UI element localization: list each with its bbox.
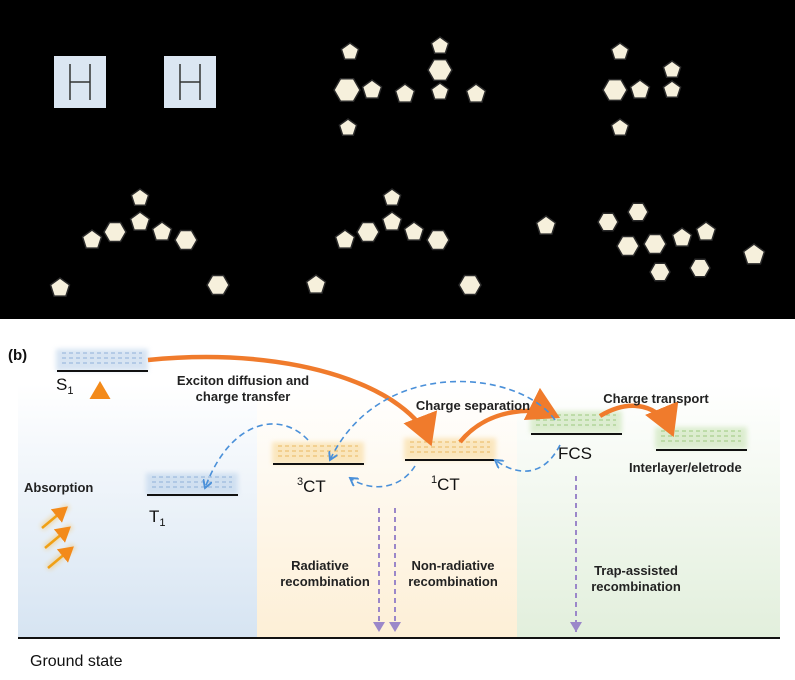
absorption-label: Absorption [24,480,93,495]
s1-label: S1 [56,375,73,397]
ring-pentagon [338,118,358,137]
ring-hexagon [174,229,198,251]
panel-b: (b) Ground state [8,347,780,670]
ground-state-label: Ground state [30,653,123,670]
ring-hexagon [426,229,450,251]
ring-pentagon [49,277,71,297]
panel-a-molecules [49,36,766,297]
ring-hexagon [356,221,380,243]
radiative-label-line2: recombination [280,574,370,589]
ring-pentagon [662,60,682,79]
ring-pentagon [305,274,327,294]
ring-pentagon [535,215,557,235]
ring-pentagon [361,79,383,99]
back-transfer-arrow [330,380,556,460]
radiative-label-line1: Radiative [291,558,349,573]
ring-pentagon [610,42,630,61]
ring-pentagon [129,211,151,231]
ring-pentagon [662,80,682,99]
triplet-transfer-arrow [205,423,309,488]
charge-transport-label: Charge transport [603,391,709,406]
difluoro-unit-bonds [69,64,91,100]
light-icon [40,503,76,571]
zone-yellow [257,384,517,638]
difluoro-unit-bonds [179,64,201,100]
ring-pentagon [340,42,360,61]
ring-hexagon [333,77,361,103]
ring-pentagon [130,188,150,207]
ring-hexagon [427,58,453,82]
ring-pentagon [629,79,651,99]
trap-label-line2: recombination [591,579,681,594]
nonradiative-label-line1: Non-radiative [411,558,494,573]
charge-separation-label: Charge separation [416,398,530,413]
ring-hexagon [103,221,127,243]
ring-pentagon [394,83,416,103]
panel-a-background [0,0,795,319]
ring-pentagon [381,211,403,231]
ring-hexagon [458,274,482,296]
charge-separation-arrow [458,387,561,444]
ring-pentagon [465,83,487,103]
s1-level [56,349,148,372]
zone-blue [18,384,257,638]
exciton-label-line1: Exciton diffusion and [177,373,309,388]
fcs-label: FCS [558,444,592,463]
ring-pentagon [403,221,425,241]
charge-transport-arrow [598,401,679,438]
panel-label-b: (b) [8,347,27,364]
ring-pentagon [610,118,630,137]
ring-hexagon [649,262,671,282]
exciton-diffusion-arrow [147,354,438,447]
ring-hexagon [602,78,628,102]
t1-level [146,473,238,496]
ring-pentagon [382,188,402,207]
ring-pentagon [671,227,693,247]
ring-pentagon [151,221,173,241]
ring-hexagon [643,233,667,255]
exciton-label-line2: charge transfer [196,389,291,404]
interlayer-label: Interlayer/eletrode [629,460,742,475]
ring-pentagon [334,229,356,249]
ring-hexagon [597,212,619,232]
ring-hexagon [206,274,230,296]
ring-pentagon [742,243,766,265]
ring-pentagon [81,229,103,249]
ring-pentagon [430,82,450,101]
trap-label-line1: Trap-assisted [594,563,678,578]
ring-hexagon [616,235,640,257]
ring-pentagon [430,36,450,55]
ring-hexagon [627,202,649,222]
ct3-level [272,442,364,465]
ring-pentagon [695,221,717,241]
ring-hexagon [689,258,711,278]
ct1-level [404,438,496,461]
nonradiative-label-line2: recombination [408,574,498,589]
ct1-label: 1CT [431,474,460,494]
t1-label: T1 [149,507,166,529]
ct3-label: 3CT [297,476,326,496]
